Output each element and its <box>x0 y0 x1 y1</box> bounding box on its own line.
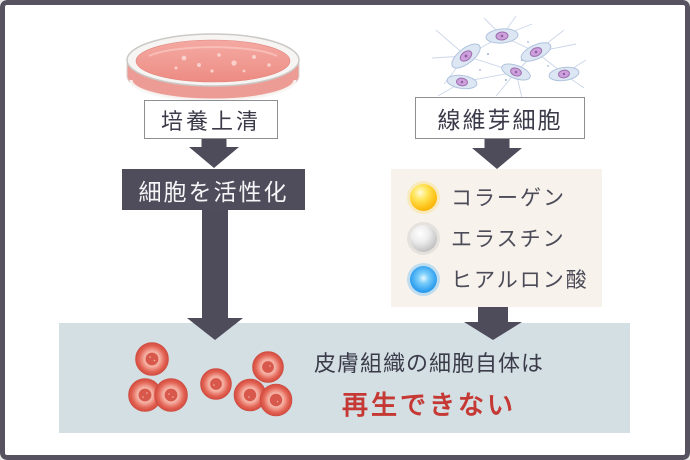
down-arrow-icon <box>472 136 522 169</box>
culture-supernatant-label-text: 培養上清 <box>160 108 261 134</box>
fibroblast-components-panel: コラーゲン エラスチン ヒアルロン酸 <box>391 169 602 307</box>
component-row-elastin: エラスチン <box>410 223 602 253</box>
hyaluronic-acid-label: ヒアルロン酸 <box>451 269 589 292</box>
component-row-collagen: コラーゲン <box>410 182 602 212</box>
fibroblast-label-text: 線維芽細胞 <box>437 107 563 133</box>
activate-cells-text: 細胞を活性化 <box>138 178 289 205</box>
skin-tissue-band <box>59 323 630 433</box>
elastin-label: エラスチン <box>451 228 566 251</box>
elastin-sphere-icon <box>410 224 437 252</box>
culture-supernatant-label: 培養上清 <box>144 100 278 139</box>
hyaluronic-acid-sphere-icon <box>410 265 437 293</box>
skin-cells-illustration <box>128 342 293 417</box>
component-row-hyaluronic-acid: ヒアルロン酸 <box>410 264 602 294</box>
down-arrow-icon <box>187 210 243 340</box>
result-line1: 皮膚組織の細胞自体は <box>313 351 544 376</box>
down-arrow-icon <box>189 135 239 168</box>
collagen-label: コラーゲン <box>451 187 566 210</box>
result-text-block: 皮膚組織の細胞自体は 再生できない <box>310 346 548 422</box>
down-arrow-icon <box>464 307 522 340</box>
fibroblast-label: 線維芽細胞 <box>415 97 585 139</box>
petri-dish-illustration <box>126 33 300 102</box>
activate-cells-box: 細胞を活性化 <box>122 169 305 210</box>
fibroblast-illustration <box>431 15 587 99</box>
collagen-sphere-icon <box>410 183 437 211</box>
result-line2: 再生できない <box>341 390 516 420</box>
